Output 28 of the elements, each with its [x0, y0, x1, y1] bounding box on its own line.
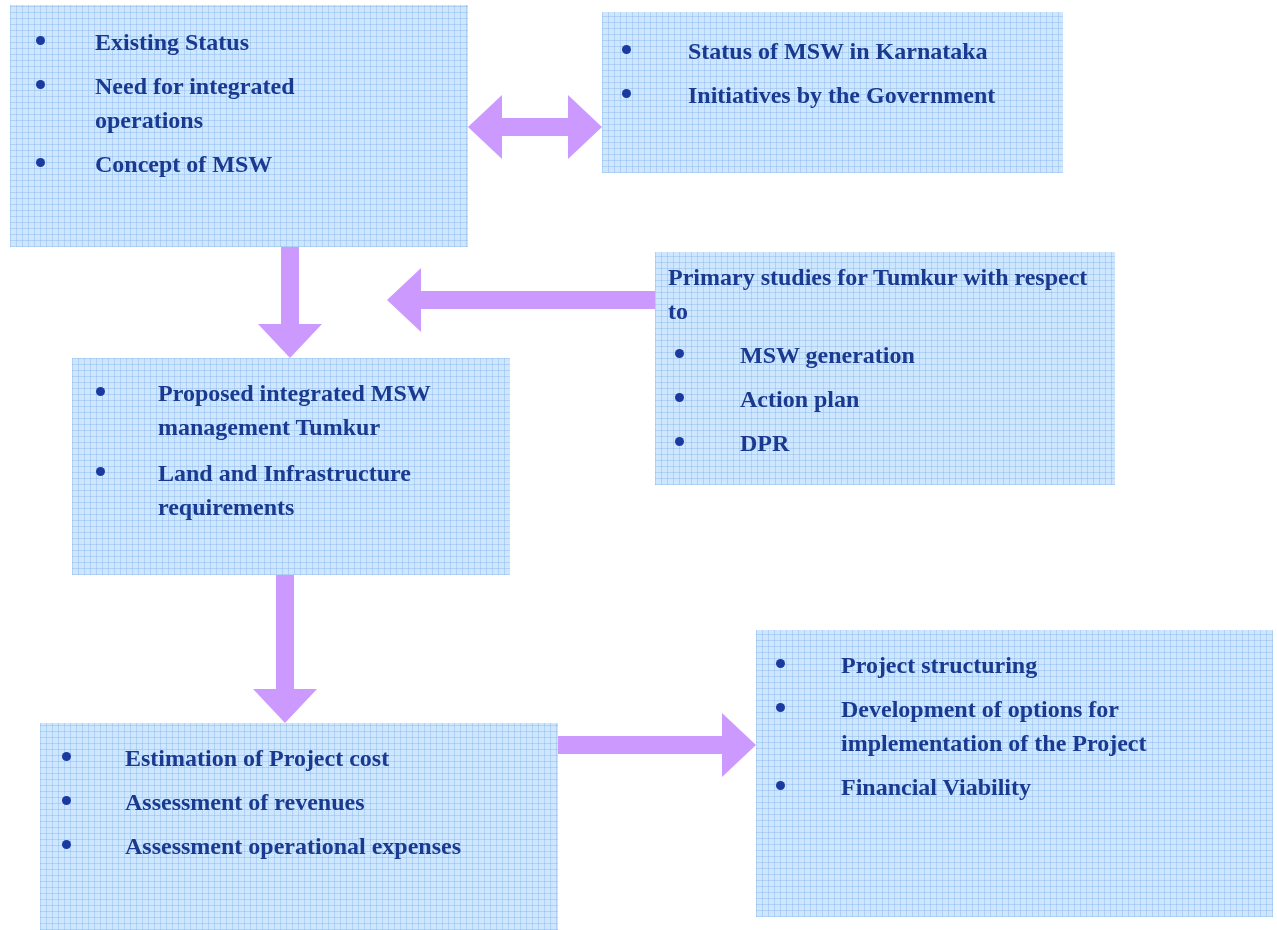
item-text: MSW generation: [740, 341, 916, 370]
block-arrow: [387, 268, 655, 332]
item-text: Concept of MSW: [95, 150, 274, 179]
block-arrow: [558, 713, 756, 777]
item-text: Existing Status: [95, 28, 251, 57]
item-text: Development of options for implementation of the Project: [841, 695, 1148, 758]
item-text: Initiatives by the Government: [688, 81, 997, 110]
item-text: Assessment of revenues: [125, 788, 366, 817]
process-box: [40, 723, 558, 930]
item-text: Need for integrated operations: [95, 72, 296, 135]
block-arrow: [258, 247, 322, 358]
item-text: Financial Viability: [841, 773, 1033, 802]
item-text: Estimation of Project cost: [125, 744, 391, 773]
item-text: Project structuring: [841, 651, 1039, 680]
process-box: [10, 5, 468, 247]
process-box: [756, 630, 1273, 917]
item-text: Status of MSW in Karnataka: [688, 37, 989, 66]
block-arrow: [253, 575, 317, 723]
item-text: Assessment operational expenses: [125, 832, 462, 861]
process-box: [72, 358, 510, 575]
process-box: [655, 252, 1115, 485]
item-text: DPR: [740, 429, 791, 458]
item-text: Land and Infrastructure requirements: [158, 459, 412, 522]
heading-text: Primary studies for Tumkur with respect to: [668, 263, 1088, 326]
process-box: [602, 12, 1063, 173]
item-text: Action plan: [740, 385, 861, 414]
item-text: Proposed integrated MSW management Tumkur: [158, 379, 432, 442]
block-arrow: [468, 95, 602, 159]
